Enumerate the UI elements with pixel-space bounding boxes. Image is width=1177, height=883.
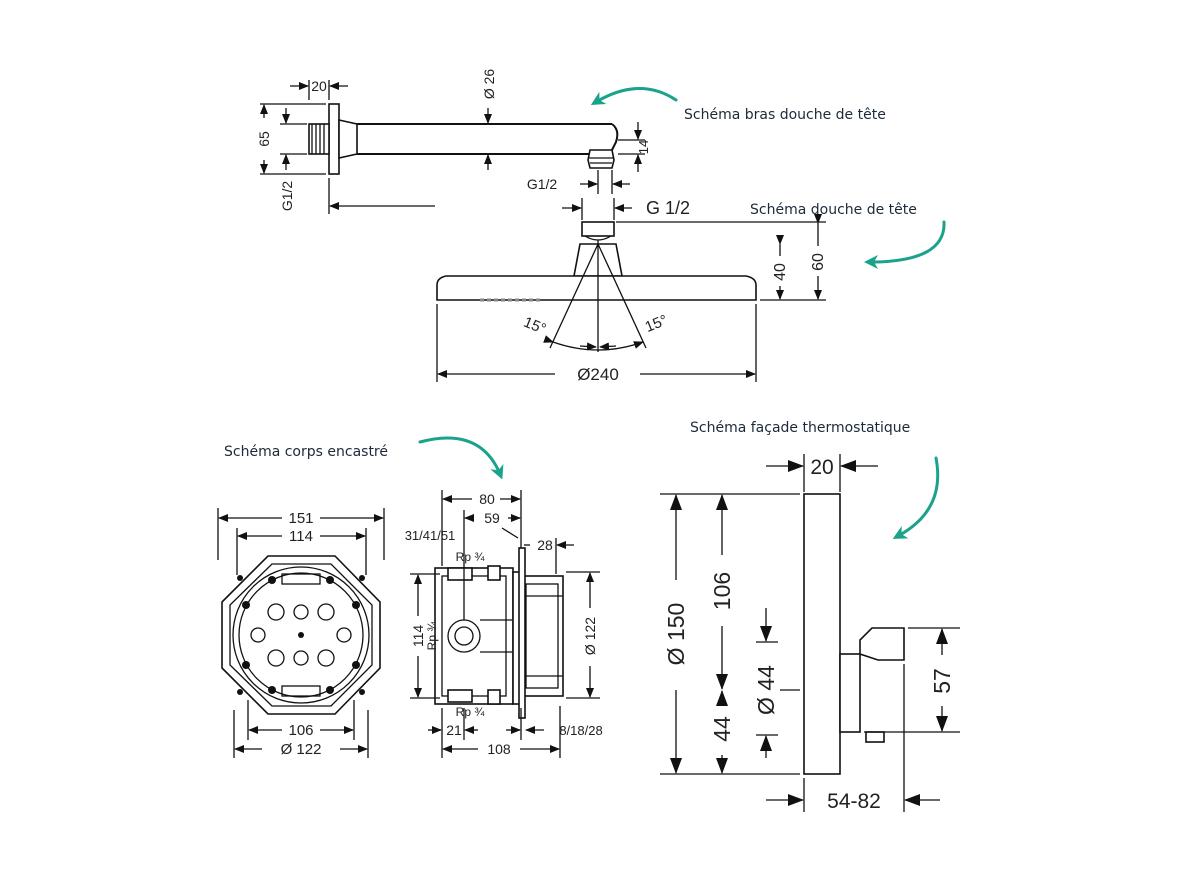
embedded-body-front: 151 114 106 Ø 122 [217, 508, 385, 758]
body-dim-106: 106 [288, 722, 313, 739]
arm-dim-14: 14 [636, 140, 651, 154]
body-dim-21: 21 [446, 722, 462, 738]
teal-arrow-facade-icon [892, 456, 940, 539]
body-rp-side: Rp ¾ [425, 621, 439, 651]
caption-facade: Schéma façade thermostatique [690, 420, 910, 436]
caption-head: Schéma douche de tête [750, 202, 917, 218]
head-dim-60: 60 [810, 253, 827, 271]
head-dim-40: 40 [772, 263, 789, 281]
arm-dim-g12-bottom: G1/2 [527, 176, 558, 192]
body-dim-d122-bottom: Ø 122 [281, 741, 322, 758]
arm-dim-g12-left: G1/2 [279, 181, 295, 212]
embedded-body-side: 80 59 31/41/51 28 Rp ¾ Rp ¾ Rp ¾ 114 Ø 1… [405, 490, 603, 758]
arm-dim-20: 20 [311, 78, 327, 94]
facade-dim-20: 20 [810, 456, 833, 479]
head-angle-left: 15° [521, 314, 548, 338]
head-angle-right: 15° [643, 312, 670, 336]
head-dim-g12: G 1/2 [646, 198, 690, 218]
body-dim-28: 28 [537, 537, 553, 553]
facade-dim-44: 44 [709, 716, 735, 742]
captions: Schéma bras douche de tête Schéma douche… [224, 87, 946, 539]
head-dim-d240: Ø240 [577, 365, 619, 384]
shower-head-drawing: 15° 15° G 1/2 40 60 Ø240 [436, 198, 827, 384]
body-dim-31-41-51: 31/41/51 [405, 528, 456, 543]
caption-arm: Schéma bras douche de tête [684, 107, 886, 123]
body-dim-151: 151 [288, 510, 313, 527]
body-dim-d122-side: Ø 122 [582, 617, 598, 655]
shower-arm-drawing: 20 65 G1/2 Ø 26 14 G1/2 [256, 69, 651, 214]
body-rp-top: Rp ¾ [456, 550, 486, 564]
arm-dim-d26: Ø 26 [481, 69, 497, 100]
teal-arrow-head-icon [864, 220, 946, 269]
body-dim-8-18-28: 8/18/28 [559, 723, 602, 738]
body-rp-bottom: Rp ¾ [456, 705, 486, 719]
body-dim-108: 108 [487, 741, 511, 757]
teal-arrow-body-icon [418, 436, 504, 480]
facade-dim-d44: Ø 44 [753, 665, 779, 715]
body-dim-114-side: 114 [410, 625, 426, 648]
body-dim-80: 80 [479, 491, 495, 507]
facade-dim-106: 106 [709, 572, 735, 610]
thermostatic-facade-drawing: 20 Ø 150 106 Ø 44 44 57 54-82 [660, 454, 960, 813]
teal-arrow-arm-icon [590, 87, 678, 106]
arm-dim-65: 65 [256, 131, 272, 147]
facade-dim-57: 57 [929, 668, 955, 694]
body-dim-59: 59 [484, 510, 500, 526]
facade-dim-d150: Ø 150 [663, 603, 689, 666]
body-dim-114-top: 114 [289, 528, 313, 545]
facade-dim-54-82: 54-82 [827, 790, 881, 813]
caption-body: Schéma corps encastré [224, 444, 388, 460]
